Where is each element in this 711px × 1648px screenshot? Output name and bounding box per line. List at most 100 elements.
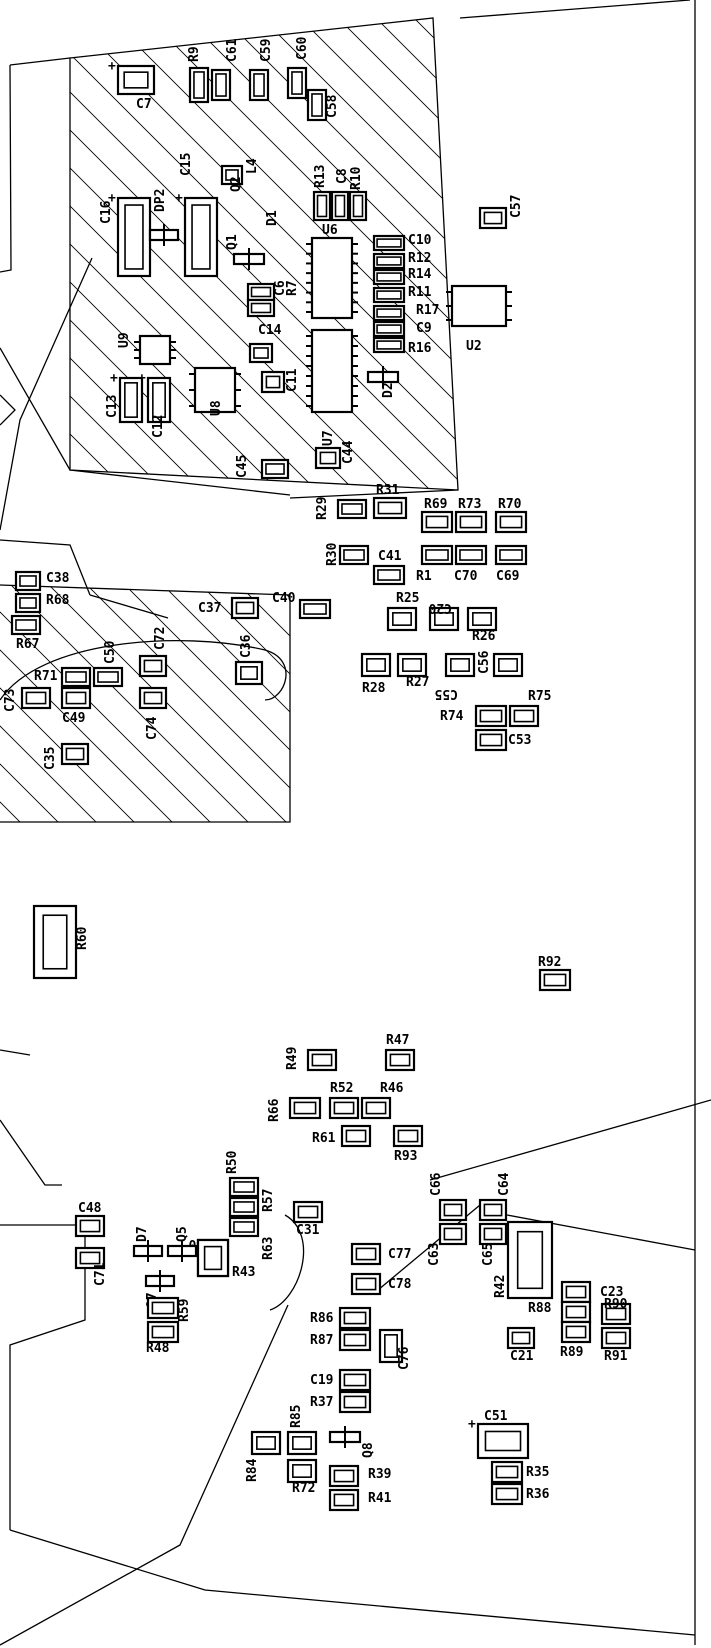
component-r9: R9	[187, 46, 210, 104]
component-label: C74	[145, 716, 160, 740]
component-c6: C6	[246, 280, 288, 302]
svg-text:+: +	[175, 191, 183, 206]
component-label: C78	[388, 1277, 412, 1292]
component-label: C53	[508, 733, 531, 748]
component-r35: R35	[490, 1460, 549, 1484]
component-r66: R66	[267, 1096, 322, 1122]
component-label: Q1	[225, 234, 240, 250]
component-label: R71	[34, 669, 58, 684]
component-r1: R1	[416, 544, 454, 584]
component-c61: C61	[210, 38, 240, 102]
component-label: C40	[272, 591, 296, 606]
component-c56: C56	[477, 650, 524, 678]
component-c16: +C16	[99, 191, 152, 278]
component-label: DP2	[153, 189, 168, 212]
component-body	[372, 336, 406, 354]
component-label: U8	[209, 400, 224, 416]
component-label: C7	[136, 97, 152, 112]
component-r67: R67	[10, 614, 42, 652]
component-r52: R52	[328, 1081, 360, 1120]
component-l4: L4	[220, 158, 260, 186]
component-r92: R92	[538, 955, 572, 992]
component-label: R11	[408, 285, 432, 300]
component-c64: C64	[478, 1172, 512, 1222]
component-label: R30	[325, 542, 340, 566]
component-r39: R39	[328, 1464, 391, 1488]
component-label: C8	[335, 168, 350, 184]
component-r42: R42	[493, 1220, 554, 1300]
component-label: C76	[397, 1346, 412, 1370]
component-q8: Q8	[328, 1426, 376, 1458]
component-c41: C41	[372, 549, 406, 586]
component-label: R75	[528, 689, 551, 704]
component-label: C60	[295, 36, 310, 60]
component-r74: R74	[440, 704, 508, 728]
component-r60: R60	[32, 904, 90, 980]
component-r85: R85	[286, 1405, 318, 1456]
component-label: R85	[289, 1405, 304, 1428]
component-label: R68	[46, 593, 70, 608]
component-r86: R86	[310, 1306, 372, 1330]
component-d2: D2	[366, 366, 400, 398]
component-r88: R88	[528, 1280, 592, 1316]
component-label: R36	[526, 1487, 550, 1502]
component-u6: U6	[306, 223, 358, 320]
component-body	[183, 196, 219, 278]
component-r90: R90	[600, 1297, 632, 1326]
component-label: R92	[538, 955, 561, 970]
component-label: C69	[496, 569, 519, 584]
component-label: R63	[261, 1237, 276, 1260]
component-label: C12	[151, 415, 166, 438]
svg-text:+: +	[108, 191, 116, 206]
component-q2: Q2	[229, 176, 244, 192]
component-label: R93	[394, 1149, 417, 1164]
component-r26: R26	[466, 606, 498, 644]
component-r48: R48	[146, 1320, 180, 1356]
component-c50: C50	[92, 640, 124, 688]
component-label: R60	[75, 926, 90, 950]
component-c15: +C15	[175, 153, 219, 278]
svg-text:+: +	[138, 371, 146, 386]
component-r68: R68	[14, 592, 70, 614]
component-r10: R10	[348, 166, 368, 222]
component-r29: R29	[315, 497, 368, 520]
component-c13: +C13	[105, 371, 144, 424]
component-label: R48	[146, 1341, 170, 1356]
component-c55: C55	[435, 652, 476, 701]
component-c71: C71	[74, 1246, 108, 1286]
component-label: R59	[177, 1299, 192, 1322]
component-label: R26	[472, 629, 496, 644]
component-r30: R30	[325, 542, 370, 566]
component-label: R12	[408, 251, 431, 266]
component-label: C23	[600, 1285, 623, 1300]
component-r13: R13	[312, 165, 332, 222]
component-c48: C48	[74, 1201, 106, 1238]
component-label: C10	[408, 233, 432, 248]
component-r28: R28	[360, 652, 392, 696]
component-label: C44	[341, 440, 356, 464]
component-label: C14	[258, 323, 282, 338]
component-c45: C45	[235, 455, 290, 480]
component-c21: C21	[506, 1326, 536, 1364]
component-label: R14	[408, 267, 432, 282]
component-c11: C11	[260, 368, 300, 394]
component-q5: Q5	[166, 1226, 198, 1262]
component-label: R50	[225, 1150, 240, 1174]
component-c10: C10	[372, 233, 432, 252]
component-label: R27	[406, 675, 429, 690]
component-r59: R59	[146, 1296, 192, 1322]
component-body	[506, 1220, 554, 1300]
component-label: C38	[46, 571, 70, 586]
component-r49: R49	[285, 1047, 338, 1072]
component-c59: C59	[248, 39, 274, 102]
component-c36: C36	[234, 634, 264, 686]
component-body	[188, 66, 210, 104]
component-body	[372, 234, 406, 252]
component-label: C72	[153, 627, 168, 650]
component-label: R74	[440, 709, 464, 724]
component-r46: R46	[360, 1081, 404, 1120]
component-r71: R71	[34, 666, 92, 688]
component-label: R35	[526, 1465, 549, 1480]
component-label: C77	[388, 1247, 411, 1262]
component-body	[372, 286, 406, 304]
